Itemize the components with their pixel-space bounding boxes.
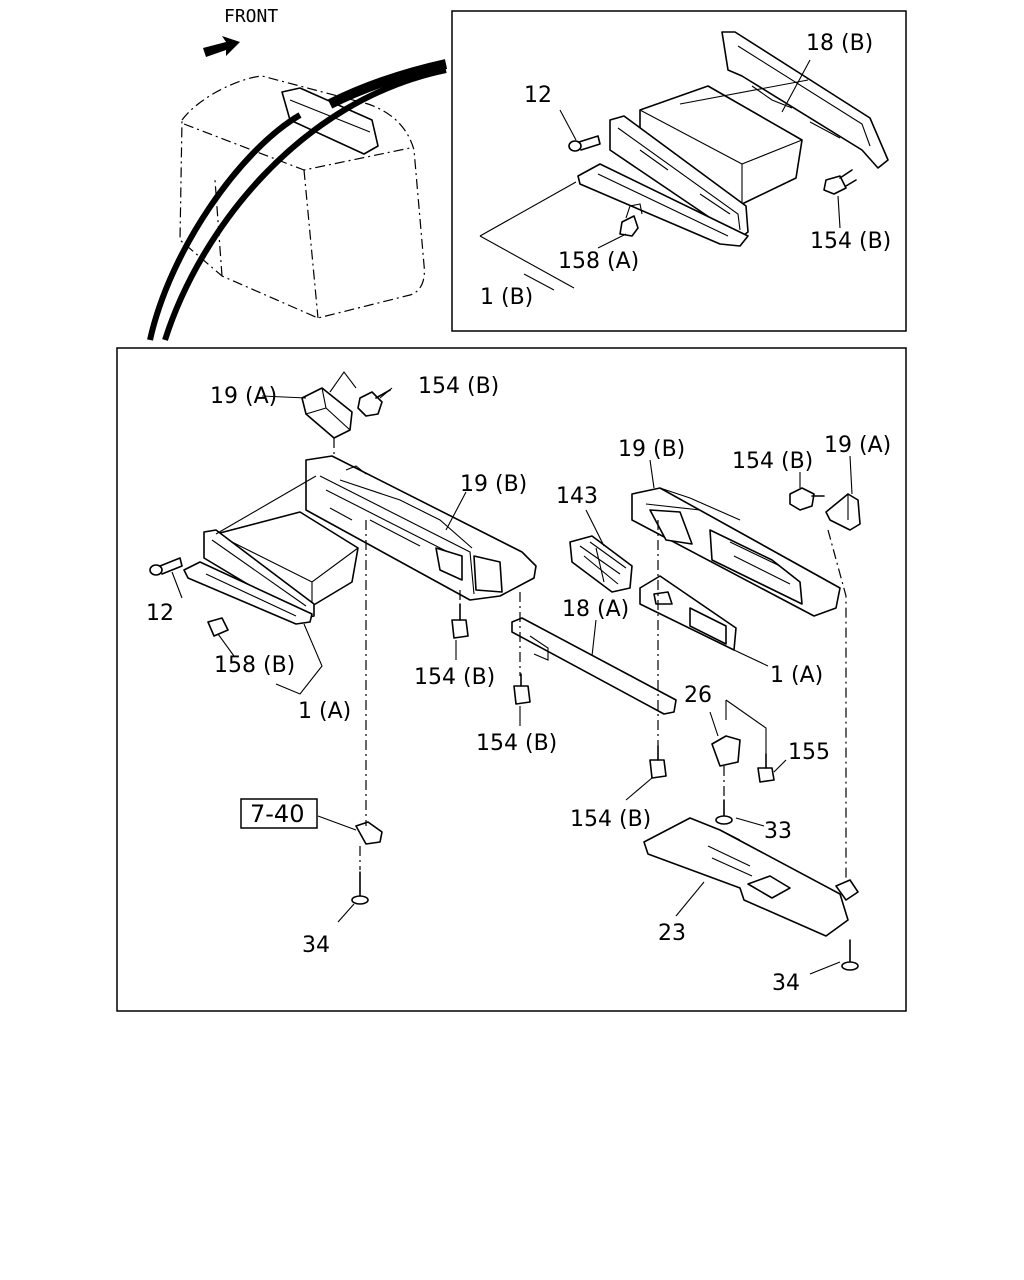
label-154b-upper-left: 154 (B) — [418, 374, 499, 399]
label-1b: 1 (B) — [480, 285, 533, 310]
label-19b-left: 19 (B) — [460, 472, 527, 497]
bolt-154b-right — [789, 487, 825, 511]
inset-parts — [479, 31, 889, 291]
bolt-154b-bottom — [649, 745, 667, 779]
label-158b: 158 (B) — [214, 653, 295, 678]
label-19b-right: 19 (B) — [618, 437, 685, 462]
front-arrow-icon — [203, 36, 240, 57]
bar-18a — [511, 617, 677, 715]
clip-158b — [207, 617, 229, 637]
label-154b-low: 154 (B) — [476, 731, 557, 756]
tray-23 — [643, 817, 849, 937]
label-23: 23 — [658, 921, 686, 946]
screw-12-main — [149, 557, 183, 576]
detail-inset-frame — [451, 10, 907, 332]
label-1a-right: 1 (A) — [770, 663, 823, 688]
label-158a: 158 (A) — [558, 249, 639, 274]
glove-box-1b — [577, 85, 803, 247]
label-154b-mid: 154 (B) — [414, 665, 495, 690]
label-34-left: 34 — [302, 933, 330, 958]
label-12-main: 12 — [146, 601, 174, 626]
bolt-154b-lower — [513, 673, 531, 705]
screw-34-left — [351, 871, 369, 905]
label-154b-bottom: 154 (B) — [570, 807, 651, 832]
bolt-154b-top — [823, 169, 857, 195]
label-18a: 18 (A) — [562, 597, 629, 622]
label-18b: 18 (B) — [806, 31, 873, 56]
screw-33 — [715, 799, 733, 825]
label-12-top: 12 — [524, 83, 552, 108]
screw-34-right — [841, 939, 859, 971]
main-parts — [149, 371, 861, 975]
label-143: 143 — [556, 484, 598, 509]
bracket-18b — [721, 31, 889, 169]
bracket-19a-right — [825, 493, 861, 531]
label-19a-right: 19 (A) — [824, 433, 891, 458]
ref-box-7-40 — [240, 798, 318, 829]
label-1a-left: 1 (A) — [298, 699, 351, 724]
vent-grille-143 — [569, 535, 633, 593]
screw-155 — [757, 753, 775, 783]
bolt-154b-mid — [451, 603, 469, 639]
label-26: 26 — [684, 683, 712, 708]
callout-swoosh — [147, 59, 448, 341]
label-7-40: 7-40 — [250, 800, 304, 828]
label-154b-top: 154 (B) — [810, 229, 891, 254]
label-33: 33 — [764, 819, 792, 844]
console-19b-left — [305, 455, 537, 601]
label-34-right: 34 — [772, 971, 800, 996]
front-label: FRONT — [224, 6, 278, 27]
label-19a-left: 19 (A) — [210, 384, 277, 409]
bracket-7-40 — [355, 821, 383, 845]
main-diagram-frame — [116, 347, 907, 1012]
front-indicator: FRONT — [203, 6, 278, 57]
bolt-154b-upper-left — [357, 389, 391, 417]
clip-158a — [619, 203, 643, 237]
lid-1a-right — [639, 575, 737, 651]
clip-26 — [711, 735, 741, 767]
clip-bottom-right — [835, 879, 859, 901]
label-155: 155 — [788, 740, 830, 765]
bracket-19a-left — [301, 387, 353, 439]
glove-box-1a-left — [183, 511, 359, 625]
screw-12-top — [568, 135, 601, 152]
console-19b-right — [631, 487, 841, 617]
label-154b-right: 154 (B) — [732, 449, 813, 474]
